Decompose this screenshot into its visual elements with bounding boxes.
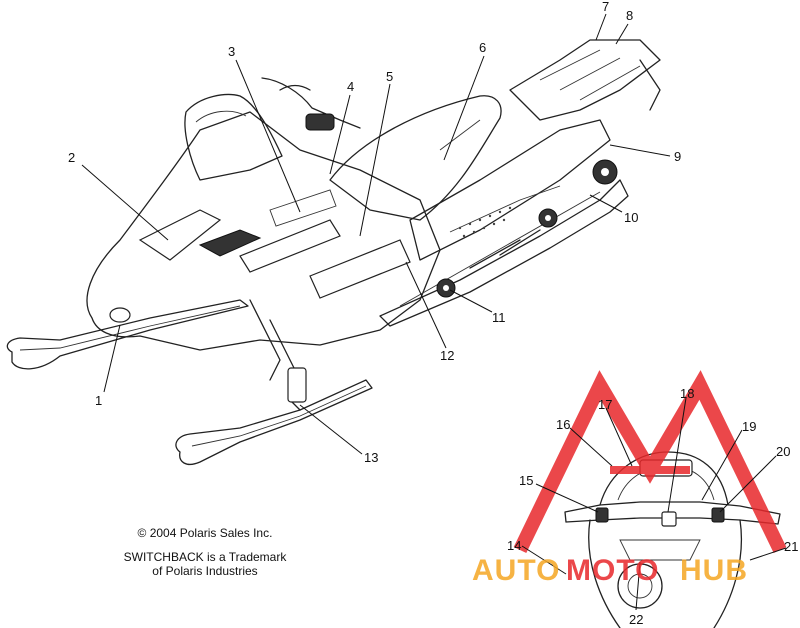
callout-12: 12 [440,348,454,363]
callout-2: 2 [68,150,75,165]
copyright-notice: © 2004 Polaris Sales Inc. SWITCHBACK is … [110,526,300,578]
seat [329,95,502,221]
callout-21: 21 [784,539,798,554]
callout-22: 22 [629,612,643,627]
callout-20: 20 [776,444,790,459]
watermark-hub: HUB [680,554,748,587]
callout-6: 6 [479,40,486,55]
callout-13: 13 [364,450,378,465]
handlebar [261,77,361,129]
tunnel [409,119,611,261]
callout-7: 7 [602,0,609,14]
callout-4: 4 [347,79,354,94]
callout-10: 10 [624,210,638,225]
callout-labels: 1 2 3 4 5 6 7 8 9 10 11 12 13 14 15 16 1… [68,0,798,627]
watermark-moto: MOTO [566,554,659,587]
track-rail [379,179,629,327]
callout-8: 8 [626,8,633,23]
callout-15: 15 [519,473,533,488]
hood-decal-center [239,219,341,273]
right-ski [175,379,373,466]
callout-1: 1 [95,393,102,408]
callout-14: 14 [507,538,521,553]
trademark-line-2: of Polaris Industries [152,564,258,578]
hood-decal-left [138,209,222,261]
callout-18: 18 [680,386,694,401]
copyright-line: © 2004 Polaris Sales Inc. [137,526,273,540]
left-ski [6,299,249,370]
snowmobile-illustration [6,39,661,466]
callout-11: 11 [492,310,506,325]
rear-rack [509,39,661,121]
leader-lines [81,13,787,611]
callout-3: 3 [228,44,235,59]
callout-16: 16 [556,417,570,432]
callout-9: 9 [674,149,681,164]
watermark [513,370,787,554]
watermark-auto: AUTO [472,554,560,587]
hood [86,111,441,351]
windshield [184,93,283,181]
watermark-text: AUTO MOTO HUB [472,554,748,587]
callout-5: 5 [386,69,393,84]
callout-19: 19 [742,419,756,434]
trademark-line-1: SWITCHBACK is a Trademark [123,550,287,564]
side-panel-decal [309,239,411,299]
callout-17: 17 [598,397,612,412]
